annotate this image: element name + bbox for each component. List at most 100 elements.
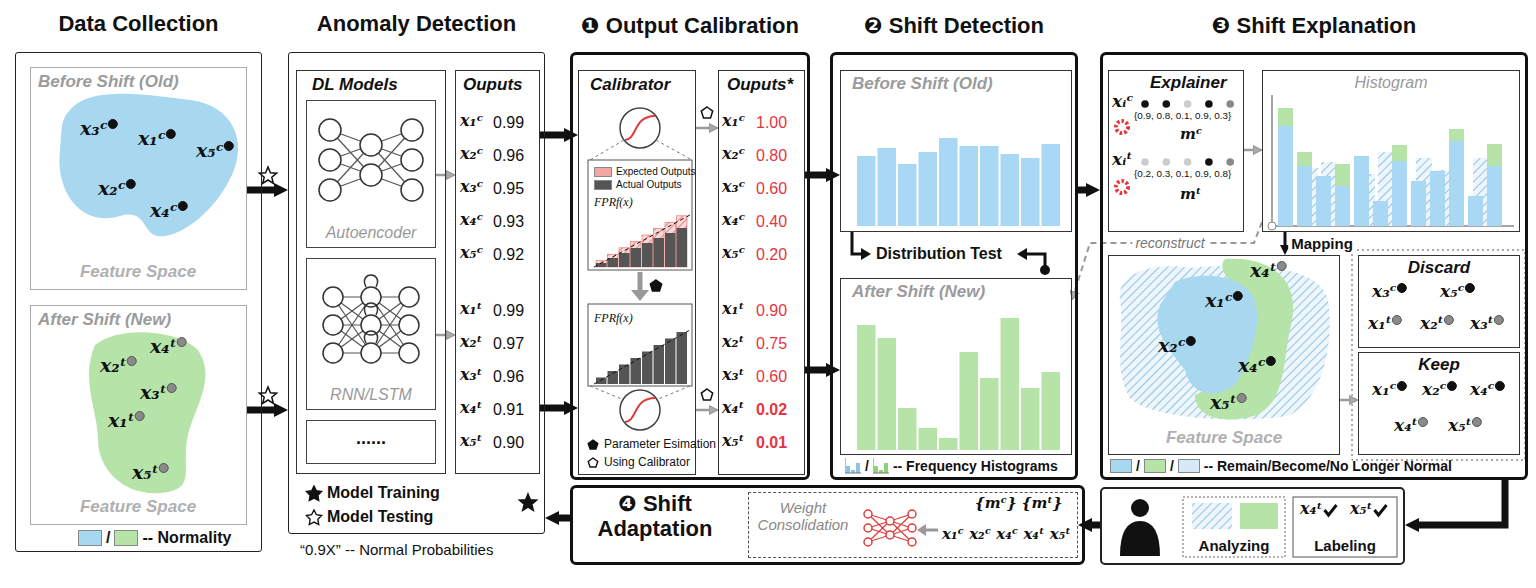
legend-swatch	[1178, 459, 1200, 473]
node-text: x₅ᶜ	[1440, 282, 1465, 302]
histogram-bar	[980, 146, 999, 226]
histogram-bar	[1411, 181, 1426, 226]
free-label: FPRf(x)	[594, 312, 633, 326]
data-point	[1472, 418, 1481, 427]
node-text: x₃ᵗ	[460, 366, 482, 384]
node-text: x₃ᶜ	[460, 178, 483, 196]
ideal-line	[594, 330, 690, 384]
free-label: “0.9X” -- Normal Probabilities	[300, 541, 493, 558]
legend-swatch	[114, 530, 138, 546]
legend-swatch	[78, 530, 102, 546]
legend-row: Using Calibrator	[586, 455, 690, 469]
network-node	[399, 315, 419, 335]
histogram-origin	[1268, 222, 1276, 230]
node-text: x₁ᵗ	[460, 300, 482, 318]
chart-frame	[588, 304, 692, 386]
node-text: x₄ᶜ	[460, 211, 483, 229]
histogram-bar	[1487, 144, 1502, 166]
data-point	[1465, 284, 1474, 293]
gear-icon	[1116, 121, 1128, 133]
data-point	[1277, 262, 1286, 271]
result-box: Discardx₃ᶜx₅ᶜx₁ᵗx₂ᵗx₃ᵗ	[1358, 255, 1520, 348]
histogram-bar	[960, 352, 979, 450]
node-text: 0.75	[756, 335, 787, 353]
network-node	[319, 179, 341, 201]
free-label: FPRf(x)	[594, 196, 633, 210]
network-node	[401, 119, 423, 141]
node-label: Weight Consolidation	[753, 499, 853, 534]
node-text: 0.99	[493, 302, 524, 320]
flow-arrow	[1078, 187, 1086, 194]
network-node	[323, 287, 343, 307]
actual-bar	[665, 339, 676, 385]
node-text: 0.96	[493, 147, 524, 165]
network-node	[319, 119, 341, 141]
data-point	[1495, 382, 1504, 391]
node-text: x₄ᵗ	[722, 399, 744, 417]
node-label: Discard	[1408, 258, 1470, 278]
output-list: Ouputsx₁ᶜ0.99x₂ᶜ0.96x₃ᶜ0.95x₄ᶜ0.93x₅ᶜ0.9…	[455, 70, 540, 474]
stage-heading: Anomaly Detection	[289, 11, 544, 36]
data-point	[159, 464, 168, 473]
node-text: xᵢᵗ	[1112, 150, 1133, 170]
data-point	[166, 130, 175, 139]
method-box: Weight Consolidation{mᶜ} {mᵗ}x₁ᶜ x₂ᶜ x₄ᶜ…	[748, 492, 1078, 558]
node-label: Feature Space	[1166, 428, 1282, 448]
stage-panel: ❸ Shift ExplanationExplainerxᵢᶜ{0.9, 0.8…	[1100, 52, 1528, 480]
node-text: x₂ᶜ	[1158, 335, 1186, 357]
data-point	[1237, 394, 1246, 403]
feature-dot	[1184, 100, 1192, 108]
expected-bar	[619, 248, 630, 267]
network-node	[361, 343, 381, 363]
actual-bar	[631, 248, 642, 267]
normality-region	[59, 94, 238, 237]
node-text: x₁ᶜ x₂ᶜ x₄ᶜ x₄ᵗ x₅ᵗ	[942, 526, 1071, 543]
node-text: 0.92	[493, 246, 524, 264]
data-point	[1233, 292, 1242, 301]
node-text: 0.40	[756, 213, 787, 231]
node-text: x₅ᵗ	[1448, 416, 1472, 436]
histogram-bar	[1373, 201, 1388, 226]
legend-row: /-- Normality	[78, 529, 231, 547]
node-label: Calibrator	[590, 75, 670, 95]
stage-heading: ❷ Shift Detection	[833, 13, 1075, 38]
network-node	[401, 179, 423, 201]
test-bracket-head	[861, 248, 871, 260]
recurrent-loop	[364, 275, 377, 287]
network-node	[401, 149, 423, 171]
node-text: x₅ᵗ	[1350, 500, 1372, 518]
histogram-bar	[1021, 158, 1040, 226]
node-text: x₁ᶜ	[1372, 380, 1397, 400]
feature-space-box: Before Shift (Old)Feature Spacex₃ᶜx₁ᶜx₅ᶜ…	[30, 67, 247, 290]
no-longer-normal-region	[1120, 266, 1330, 420]
data-point	[126, 180, 135, 189]
small-arrow-head	[917, 524, 926, 536]
legend-row: /-- Frequency Histograms	[845, 458, 1058, 474]
data-point	[1418, 418, 1427, 427]
node-text: Labeling	[1314, 537, 1376, 554]
node-text: {0.2, 0.3, 0.1, 0.9, 0.8}	[1134, 168, 1231, 179]
histogram-bar	[1316, 176, 1331, 226]
flow-arrow	[436, 334, 446, 337]
legend-text: -- Frequency Histograms	[893, 458, 1058, 474]
legend-text: -- Normality	[142, 529, 231, 547]
legend-swatch	[594, 180, 612, 190]
analysis-group	[1183, 497, 1285, 557]
analyst-box: AnalyzingLabelingx₄ᵗx₅ᵗ	[1100, 487, 1405, 565]
histogram-bar	[1335, 186, 1350, 226]
node-text: mᶜ	[1180, 126, 1202, 143]
actual-bar	[619, 253, 630, 267]
network-node	[908, 510, 916, 518]
node-text: x₃ᶜ	[1372, 282, 1397, 302]
green-swatch	[1240, 503, 1278, 529]
histogram-bar	[1021, 388, 1040, 450]
model-box: ......	[306, 420, 436, 464]
network-node	[864, 510, 872, 518]
leader-line	[590, 386, 624, 400]
histogram-bar	[1449, 141, 1464, 226]
data-point	[1397, 284, 1406, 293]
data-point	[178, 202, 187, 211]
feature-dot	[1141, 158, 1149, 166]
histogram-bar	[1468, 196, 1483, 226]
histogram-bar	[1430, 171, 1445, 226]
